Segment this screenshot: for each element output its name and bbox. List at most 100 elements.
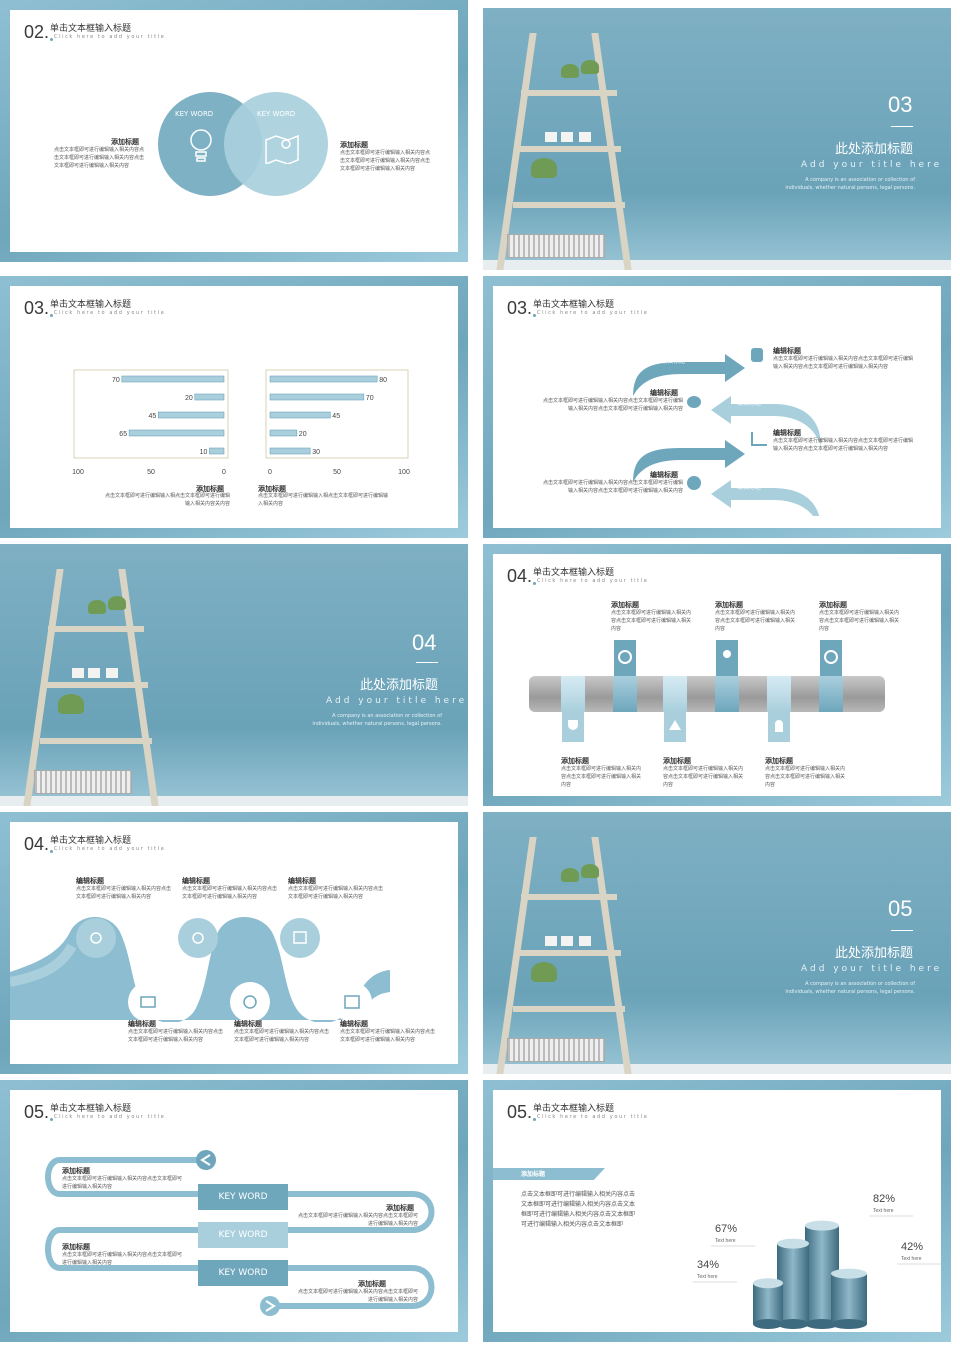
section-desc: A company is an association or collectio… (290, 712, 442, 728)
wave-node (332, 982, 372, 1022)
divider-line (891, 930, 913, 931)
shelf-plank (44, 682, 148, 688)
start-node (196, 1150, 216, 1170)
item-body: 点击文本框即可进行编辑输入相关内容点击文本框即可进行编辑输入相关内容 (765, 766, 846, 788)
slide-title: 单击文本框输入标题 (533, 568, 615, 578)
arrow-right (633, 440, 745, 482)
wave-node (230, 982, 270, 1022)
slide-subtitle: Click here to add your title (54, 1114, 166, 1120)
slide-4[interactable]: 03. 单击文本框输入标题 Click here to add your tit… (483, 276, 951, 538)
bar-value-label: 70 (112, 377, 120, 384)
item-title: 编辑标题 (773, 429, 801, 437)
keyword-box: KEY WORD (198, 1260, 288, 1286)
slide-subtitle: Click here to add your title (54, 34, 166, 40)
section-desc-line: A company is an association or collectio… (805, 981, 915, 987)
item-body: 点击文本框即可进行编辑输入相关内容点击文本框即可进行编辑输入相关内容 (561, 766, 642, 788)
item-title: 添加标题 (62, 1243, 90, 1251)
wave-diagram (10, 917, 390, 1022)
tag-banner (493, 1168, 605, 1180)
slide-5[interactable]: 04 此处添加标题 Add your title here A company … (0, 544, 468, 806)
keyword-left: KEY WORD (175, 110, 214, 118)
card-icon (140, 996, 156, 1008)
slide-1[interactable]: 02. 单击文本框输入标题 Click here to add your tit… (0, 0, 468, 262)
shelf-plank (517, 146, 621, 152)
bar (269, 429, 298, 437)
slide-7[interactable]: 04. 单击文本框输入标题 Click here to add your tit… (0, 812, 468, 1074)
plant (108, 596, 126, 610)
plant (88, 600, 106, 614)
bar (158, 411, 225, 419)
arrow-right-icon (265, 1300, 276, 1312)
item-body: 点击文本框即可进行编辑输入相关内容点击文本框即可进行编辑输入相关内容 (819, 610, 900, 632)
slide-title: 单击文本框输入标题 (533, 1104, 615, 1114)
section-number: 03. (24, 298, 50, 318)
chart-frame (73, 369, 229, 459)
section-subtitle: Add your title here (801, 160, 943, 170)
section-number: 05 (888, 896, 913, 921)
bar-value-label: 70 (366, 395, 374, 402)
floor (483, 260, 951, 270)
axis-tick-label: 50 (333, 469, 341, 476)
item-title: 添加标题 (611, 601, 639, 609)
pot (72, 668, 84, 678)
slide-card: 03. 单击文本框输入标题 Click here to add your tit… (493, 286, 941, 528)
person-icon (775, 720, 783, 732)
item-body: 点击文本框即可进行编辑输入相关内容点击文本框即可进行编辑输入相关内容 (297, 1213, 418, 1227)
plant (561, 64, 579, 78)
text-here-label: Text here (697, 1274, 718, 1280)
section-desc: A company is an association or collectio… (763, 980, 915, 996)
item-body: 点击文本框即可进行编辑输入相关内容点击文本框即可进行编辑输入相关内容 (182, 886, 278, 900)
keyword-right: KEY WORD (257, 110, 296, 118)
bar (209, 447, 225, 455)
body-text: 点击文本框即可进行编辑输入相关内容点击文本框即可进行编辑输入相关内容点击文本框即… (521, 1191, 636, 1228)
slide-3[interactable]: 03. 单击文本框输入标题 Click here to add your tit… (0, 276, 468, 538)
section-desc-line: individuals, whether natural persons, le… (785, 185, 915, 191)
section-subtitle: Add your title here (801, 964, 943, 974)
item-title: 编辑标题 (182, 877, 210, 885)
wave-node (280, 918, 320, 958)
wave-node (178, 918, 218, 958)
bar (269, 393, 365, 401)
item-title: 添加标题 (358, 1280, 386, 1288)
slide-10[interactable]: 05. 单击文本框输入标题 Click here to add your tit… (483, 1080, 951, 1342)
cylinder-top (805, 1220, 839, 1231)
slide-8[interactable]: 05 此处添加标题 Add your title here A company … (483, 812, 951, 1074)
bar (269, 447, 311, 455)
left-item-body: 点击文本框即可进行编辑输入相关内容点击文本框即可进行编辑输入相关内容点击文本框即… (54, 147, 145, 169)
lightbulb-icon (190, 129, 212, 162)
calendar-icon (293, 931, 307, 944)
arrow-left (711, 480, 820, 516)
gear-icon (618, 650, 632, 664)
up-marker (716, 640, 738, 676)
pot (545, 936, 557, 946)
wave-node (128, 982, 168, 1022)
clock-icon (824, 650, 838, 664)
slide-2[interactable]: 03 此处添加标题 Add your title here A company … (483, 8, 951, 270)
bar-value-label: 20 (299, 431, 307, 438)
pot (106, 668, 118, 678)
shelf-plank (40, 738, 152, 744)
arrow-label: 编辑标题 (661, 442, 686, 449)
item-title: 添加标题 (386, 1204, 414, 1212)
chat-icon (192, 932, 204, 944)
slide-6[interactable]: 04. 单击文本框输入标题 Click here to add your tit… (483, 544, 951, 806)
right-item-body: 点击文本框即可进行编辑输入相关内容点击文本框即可进行编辑输入相关内容点击文本框即… (340, 150, 431, 172)
section-desc: A company is an association or collectio… (763, 176, 915, 192)
section-title: 此处添加标题 (360, 678, 439, 693)
pot (579, 936, 591, 946)
item-body: 点击文本框即可进行编辑输入相关内容点击文本框即可进行编辑输入相关内容点击文本框即… (542, 398, 683, 412)
slide-9[interactable]: 05. 单击文本框输入标题 Click here to add your tit… (0, 1080, 468, 1342)
arrow-left (711, 396, 821, 446)
hours-icon (344, 995, 360, 1009)
bar-value-label: 80 (379, 377, 387, 384)
basket (507, 1038, 605, 1062)
floor (0, 796, 468, 806)
item-title: 编辑标题 (773, 347, 801, 355)
percent-label: 82% (873, 1193, 895, 1205)
item-body: 点击文本框即可进行编辑输入相关内容点击文本框即可进行编辑输入相关内容 (76, 886, 172, 900)
item-body: 点击文本框即可进行编辑输入相关内容点击文本框即可进行编辑输入相关内容 (234, 1029, 330, 1043)
database-icon (687, 396, 701, 408)
cylinder-segment (561, 676, 585, 712)
bar-chart-right: 8070452030050100texttexttexttexttext (265, 369, 410, 476)
